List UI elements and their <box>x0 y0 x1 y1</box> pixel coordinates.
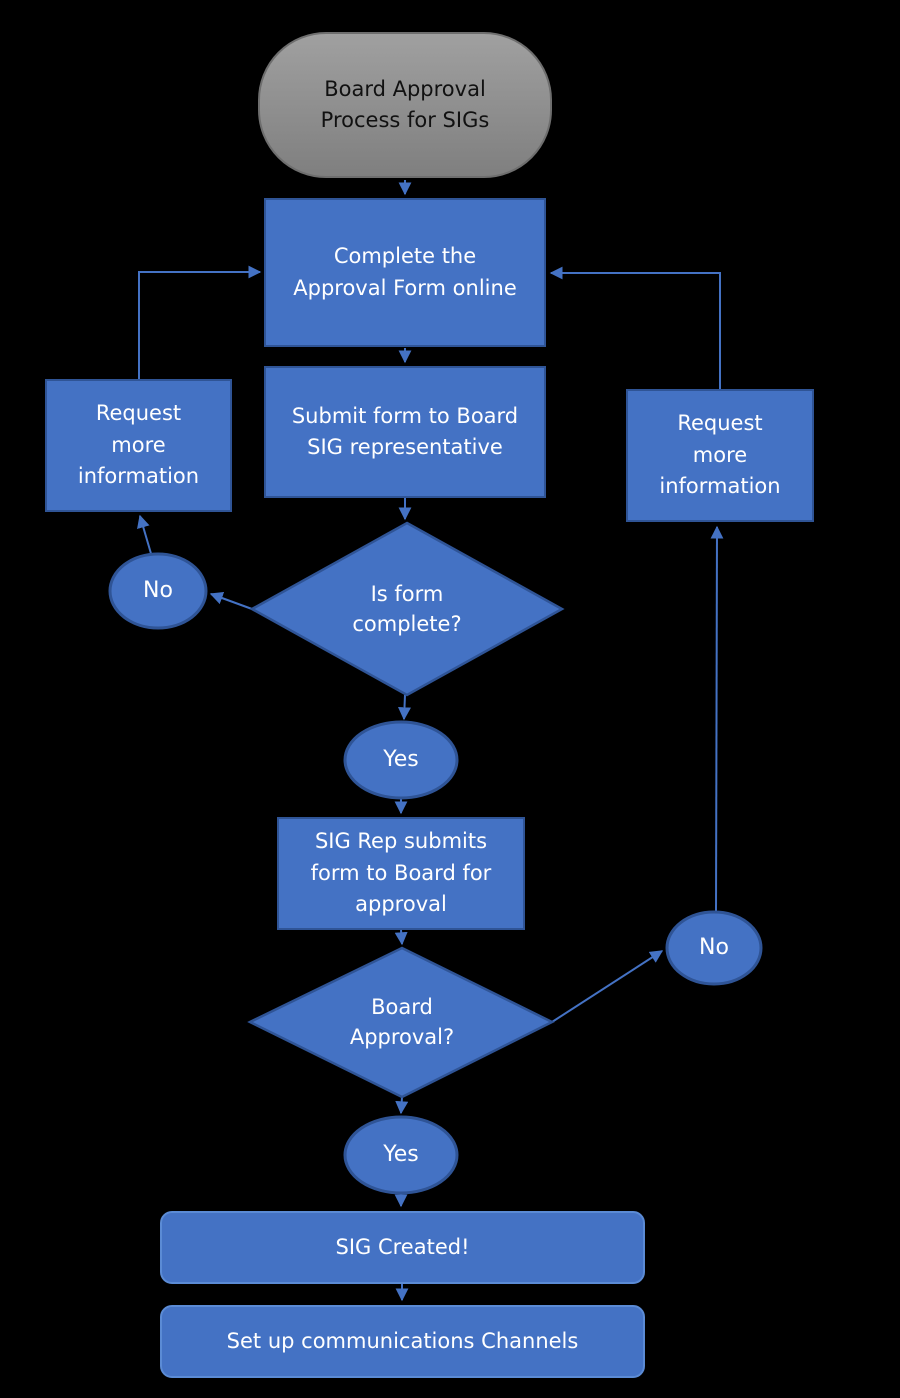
yes-second-label: Yes <box>383 1142 419 1168</box>
arrow-request-right-to-complete <box>549 266 721 389</box>
yes-second-ellipse <box>343 1115 459 1195</box>
submit-form-label: Submit form to Board SIG representative <box>291 403 519 460</box>
yes-first-node: Yes <box>345 740 457 780</box>
sig-created-node: SIG Created! <box>160 1211 645 1284</box>
sig-rep-submits-node: SIG Rep submits form to Board for approv… <box>277 817 525 930</box>
is-form-complete-label: Is form complete? <box>352 581 462 636</box>
start-terminator-label: Board Approval Process for SIGs <box>320 76 490 133</box>
arrow-no-left-to-request-left <box>137 514 153 558</box>
arrow-boardapproval-to-yes2 <box>395 1096 409 1115</box>
yes-first-label: Yes <box>383 747 419 773</box>
arrow-request-left-to-complete <box>138 265 262 379</box>
request-more-info-right-label: Request more information <box>659 411 781 499</box>
sig-created-label: SIG Created! <box>335 1234 470 1259</box>
setup-comms-label: Set up communications Channels <box>226 1328 579 1353</box>
yes-second-node: Yes <box>345 1135 457 1175</box>
board-approval-diamond <box>247 946 555 1099</box>
request-more-info-left-label: Request more information <box>77 401 200 489</box>
submit-form-node: Submit form to Board SIG representative <box>264 366 546 498</box>
arrow-sigrep-to-boardapproval <box>394 929 408 946</box>
start-terminator: Board Approval Process for SIGs <box>258 32 552 178</box>
complete-form-label: Complete the Approval Form online <box>293 244 517 300</box>
arrow-isformcomplete-to-no-left <box>209 591 253 610</box>
no-left-node: No <box>110 571 206 611</box>
yes-first-ellipse <box>343 720 459 800</box>
sig-rep-submits-label: SIG Rep submits form to Board for approv… <box>310 829 492 917</box>
arrow-isformcomplete-to-yes1 <box>397 694 411 721</box>
is-form-complete-decision: Is form complete? <box>287 561 527 657</box>
setup-comms-node: Set up communications Channels <box>160 1305 645 1378</box>
complete-form-node: Complete the Approval Form online <box>264 198 546 347</box>
no-right-label: No <box>699 935 729 961</box>
arrow-boardapproval-to-no-right <box>551 950 664 1023</box>
no-left-label: No <box>143 578 173 604</box>
is-form-complete-diamond <box>249 521 565 697</box>
request-more-info-left-node: Request more information <box>45 379 232 512</box>
request-more-info-right-node: Request more information <box>626 389 814 522</box>
no-right-ellipse <box>665 910 763 986</box>
no-left-ellipse <box>108 552 208 630</box>
no-right-node: No <box>667 928 761 968</box>
arrow-no-right-to-request-right <box>710 525 724 913</box>
board-approval-decision: Board Approval? <box>282 974 522 1070</box>
board-approval-label: Board Approval? <box>349 994 455 1049</box>
